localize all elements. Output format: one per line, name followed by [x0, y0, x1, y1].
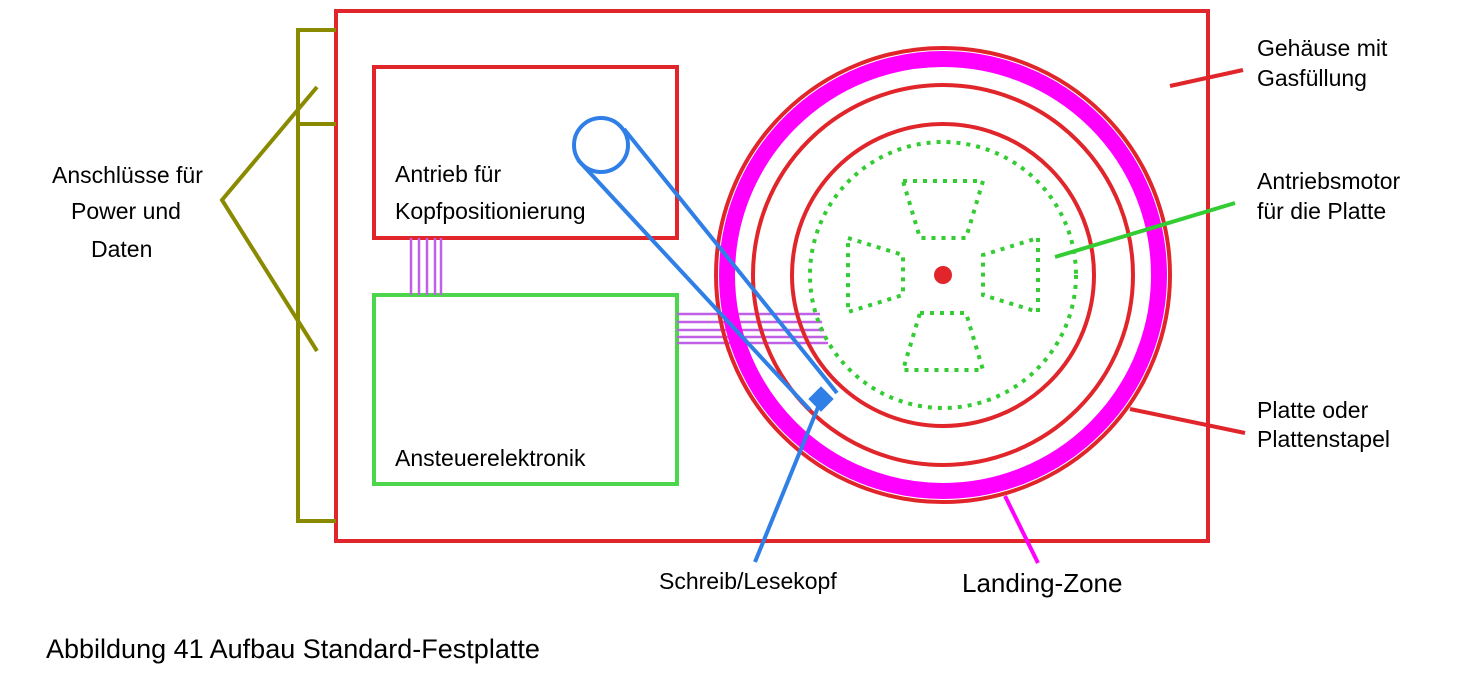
vertical-wires — [409, 238, 443, 295]
spindle-center — [934, 266, 952, 284]
landing-pointer-line — [1003, 495, 1040, 564]
platter-pointer-line — [1129, 407, 1246, 435]
housing-box — [334, 9, 1210, 543]
connector-pointer-lines — [219, 85, 319, 353]
label-connectors-1: Anschlüsse für — [52, 162, 203, 188]
label-connectors-2: Power und — [71, 198, 181, 224]
read-write-head — [808, 386, 834, 412]
label-drive-1: Antrieb für — [395, 161, 501, 187]
landing-zone-ring — [719, 51, 1167, 499]
label-platter-2: Plattenstapel — [1257, 426, 1390, 452]
label-motor-2: für die Platte — [1257, 198, 1386, 224]
label-platter-1: Platte oder — [1257, 397, 1369, 423]
label-electronics: Ansteuerelektronik — [395, 445, 586, 471]
head-pointer-line — [753, 399, 823, 563]
label-housing-2: Gasfüllung — [1257, 65, 1367, 91]
housing-pointer-line — [1169, 68, 1244, 88]
label-housing-1: Gehäuse mit — [1257, 35, 1388, 61]
connector-bracket — [296, 28, 336, 523]
label-connectors-3: Daten — [91, 236, 152, 262]
label-motor-1: Antriebsmotor — [1257, 168, 1401, 194]
motor-pointer-line — [1054, 201, 1236, 259]
platter-ring-inner — [790, 122, 1096, 428]
motor-outline — [808, 140, 1078, 410]
platter-ring-middle — [751, 83, 1135, 467]
actuator-drive-box — [372, 65, 679, 240]
label-landing-zone: Landing-Zone — [962, 568, 1122, 598]
platter-outer-ring — [714, 46, 1172, 504]
control-electronics-box — [372, 293, 679, 486]
figure-caption: Abbildung 41 Aufbau Standard-Festplatte — [46, 634, 540, 664]
label-drive-2: Kopfpositionierung — [395, 198, 586, 224]
label-head: Schreib/Lesekopf — [659, 568, 837, 594]
motor-poles — [846, 179, 1040, 372]
actuator-arm — [572, 116, 839, 412]
